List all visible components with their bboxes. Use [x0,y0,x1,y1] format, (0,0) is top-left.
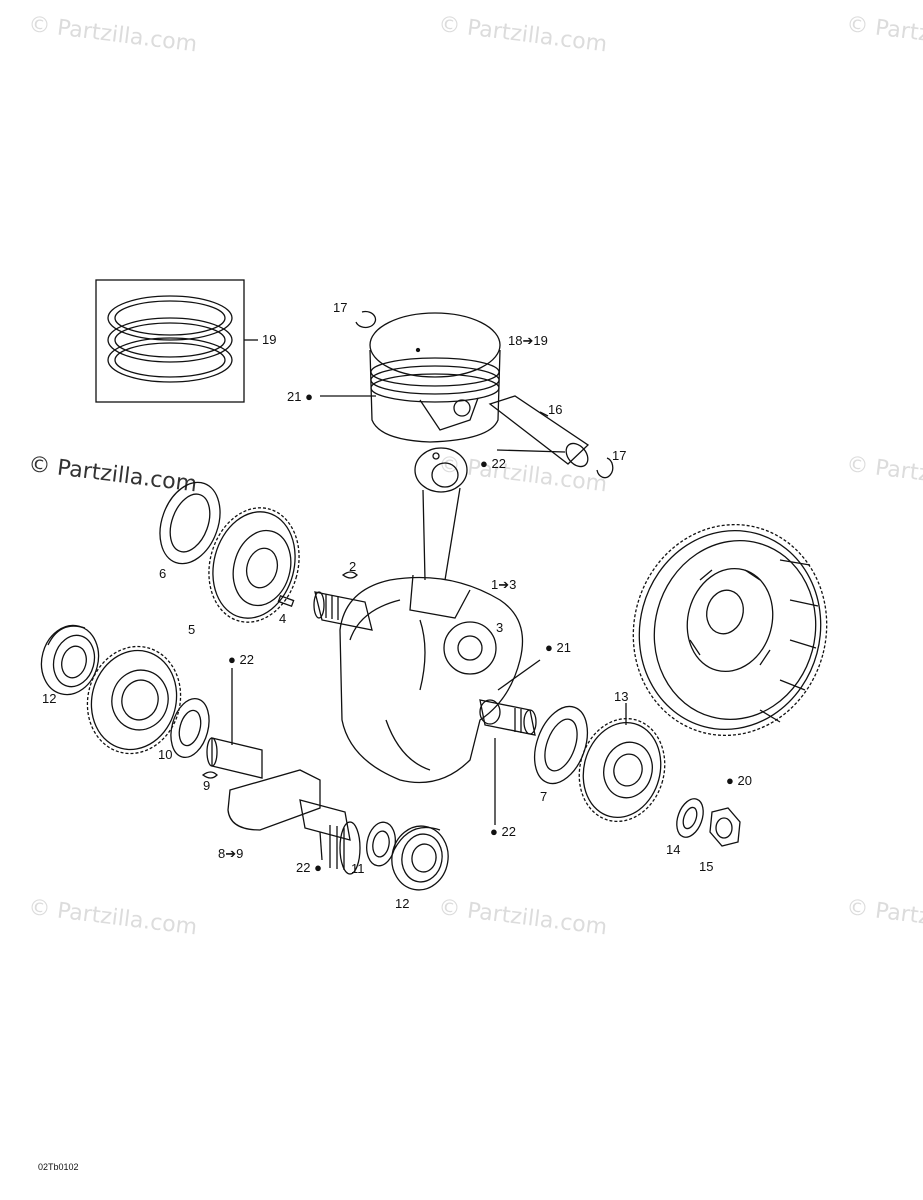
piston-ring-set [95,279,258,403]
oil-drop-icon: ● [726,773,738,788]
callout-6: 6 [159,566,167,581]
callout-19: 19 [262,332,277,347]
piston [320,312,501,443]
callout-11: 11 [351,861,365,876]
callout-18-19: 18➔19 [508,333,548,348]
shim [533,705,589,785]
circlip [596,457,614,479]
woodruff-key [201,771,218,779]
oil-drop-icon: ● [228,652,240,667]
shim [366,821,396,867]
callout-3: 3 [496,620,504,635]
circlip [355,310,377,329]
callout-13: 13 [614,689,629,704]
drawing-reference-code: 02Tb0102 [38,1162,79,1172]
callout-8-9: 8➔9 [218,846,244,861]
crankshaft [313,576,537,784]
callout-22: 22 ● [296,860,322,875]
gear [578,717,666,823]
callout-14: 14 [666,842,681,857]
oil-drop-icon: ● [490,824,502,839]
callout-22: ● 22 [480,456,506,471]
piston-pin [488,395,590,468]
clutch-housing [632,523,828,737]
callout-17: 17 [612,448,627,463]
shim [170,698,210,758]
pin [277,594,295,608]
callout-1-3: 1➔3 [491,577,517,592]
ball-bearing [391,825,449,891]
leader-lines [231,659,627,861]
callout-16: 16 [548,402,563,417]
callout-9: 9 [203,778,211,793]
oil-drop-icon: ● [545,640,557,655]
callout-7: 7 [540,789,548,804]
gear [208,507,300,623]
callout-12: 12 [42,691,57,706]
washer [676,798,704,838]
callout-21: ● 21 [545,640,571,655]
nut [709,807,741,847]
shim [159,481,221,565]
ball-bearing [40,624,100,696]
callout-17: 17 [333,300,348,315]
woodruff-key [341,571,358,579]
balancer-shaft [206,737,361,875]
callout-22: ● 22 [490,824,516,839]
connecting-rod [409,447,471,619]
oil-drop-icon: ● [480,456,492,471]
oil-drop-icon: ● [301,389,313,404]
callout-5: 5 [188,622,196,637]
callout-15: 15 [699,859,714,874]
callout-21: 21 ● [287,389,313,404]
callout-4: 4 [279,611,287,626]
gear [86,645,182,755]
callout-2: 2 [349,559,357,574]
callout-12: 12 [395,896,410,911]
callout-22: ● 22 [228,652,254,667]
oil-drop-icon: ● [310,860,322,875]
callout-20: ● 20 [726,773,752,788]
callout-10: 10 [158,747,173,762]
